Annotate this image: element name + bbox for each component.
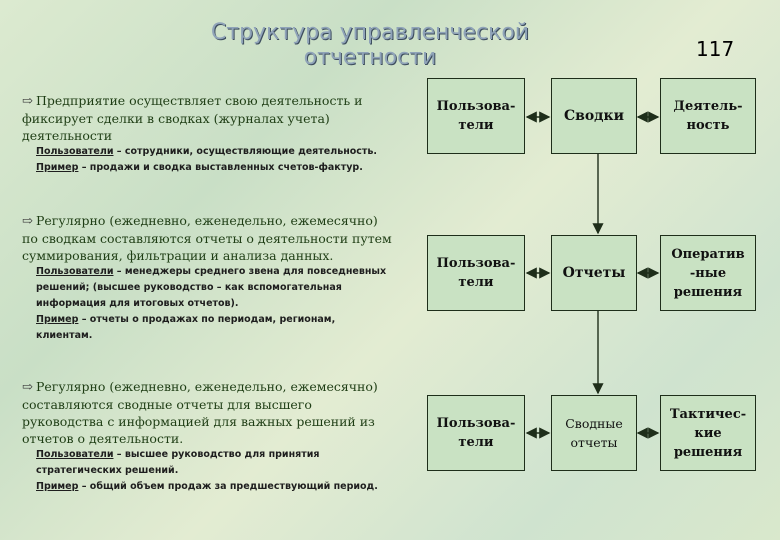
section-3-text: Регулярно (ежедневно, еженедельно, ежеме… [22,379,378,446]
example-label: Пример [36,162,79,173]
page-number: 117 [696,37,735,61]
section-2: ⇨Регулярно (ежедневно, еженедельно, ежем… [22,212,392,344]
example-text: – общий объем продаж за предшествующий п… [78,481,378,492]
bullet-arrow-icon: ⇨ [22,94,33,109]
section-2-users: Пользователи – менеджеры среднего звена … [36,264,392,312]
box-users-3: Пользова- тели [427,395,525,471]
example-label: Пример [36,314,79,325]
box-users-2: Пользова- тели [427,235,525,311]
section-3-example: Пример – общий объем продаж за предшеств… [36,479,392,495]
users-text: – высшее руководство для принятия страте… [36,449,320,476]
section-1-example: Пример – продажи и сводка выставленных с… [36,160,392,176]
slide-title: Структура управленческой отчетности [210,20,530,70]
users-label: Пользователи [36,146,114,157]
section-2-example: Пример – отчеты о продажах по периодам, … [36,312,392,344]
section-3: ⇨Регулярно (ежедневно, еженедельно, ежем… [22,378,392,495]
section-1-main: ⇨Предприятие осуществляет свою деятельно… [22,92,392,144]
section-1: ⇨Предприятие осуществляет свою деятельно… [22,92,392,176]
box-activity: Деятель- ность [660,78,756,154]
section-2-main: ⇨Регулярно (ежедневно, еженедельно, ежем… [22,212,392,264]
box-reports: Отчеты [551,235,637,311]
users-text: – менеджеры среднего звена для повседнев… [36,266,387,309]
box-operative-decisions: Оператив -ные решения [660,235,756,311]
users-label: Пользователи [36,266,114,277]
users-label: Пользователи [36,449,114,460]
section-2-text: Регулярно (ежедневно, еженедельно, ежеме… [22,213,392,263]
box-tactical-decisions: Тактичес- кие решения [660,395,756,471]
box-users-1: Пользова- тели [427,78,525,154]
section-3-users: Пользователи – высшее руководство для пр… [36,447,392,479]
section-1-users: Пользователи – сотрудники, осуществляющи… [36,144,392,160]
example-label: Пример [36,481,79,492]
section-3-main: ⇨Регулярно (ежедневно, еженедельно, ежем… [22,378,392,447]
box-summaries: Сводки [551,78,637,154]
example-text: – отчеты о продажах по периодам, региона… [36,314,336,341]
bullet-arrow-icon: ⇨ [22,380,33,395]
example-text: – продажи и сводка выставленных счетов-ф… [78,162,363,173]
box-consolidated-reports: Сводные отчеты [551,395,637,471]
bullet-arrow-icon: ⇨ [22,214,33,229]
users-text: – сотрудники, осуществляющие деятельност… [113,146,378,157]
section-1-text: Предприятие осуществляет свою деятельнос… [22,93,363,143]
